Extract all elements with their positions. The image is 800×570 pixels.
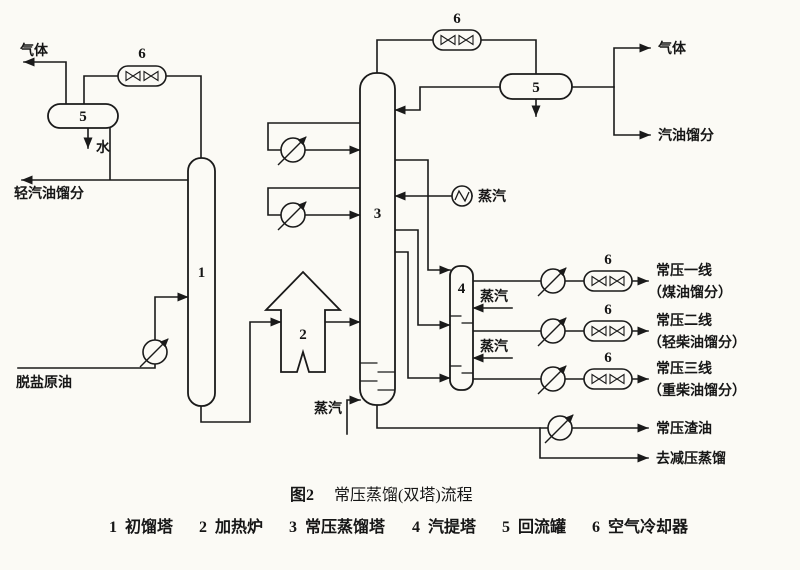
pipe-to-vacuum	[539, 427, 649, 463]
num-cooler-4: 6	[604, 302, 612, 318]
reflux-drum-right	[499, 73, 573, 100]
label-gas-left: 气体	[19, 42, 49, 59]
pipe-draw-1	[394, 159, 451, 275]
label-water: 水	[96, 139, 111, 156]
pipe-draw-3	[394, 251, 451, 383]
tray-ticks	[360, 315, 473, 391]
caption-fig: 图2	[290, 486, 314, 504]
pipe-gas-left	[23, 57, 67, 105]
tower3-atmospheric-column	[359, 72, 396, 406]
legend-name-4: 汽提塔	[428, 517, 477, 536]
label-crude-oil: 脱盐原油	[16, 374, 72, 391]
legend-name-1: 初馏塔	[125, 517, 174, 536]
label-cut3-sub: （重柴油馏分）	[648, 382, 746, 399]
num-drum-right: 5	[532, 80, 540, 96]
caption-title: 常压蒸馏(双塔)流程	[334, 486, 473, 504]
label-light-gasoline: 轻汽油馏分	[14, 185, 84, 202]
pipe-gas-right	[571, 43, 651, 88]
pipe-pumparound-1	[267, 122, 361, 155]
legend-num-3: 3	[289, 519, 297, 536]
legend-num-1: 1	[109, 519, 117, 536]
pipe-gasoline	[613, 86, 651, 140]
num-cooler-3: 6	[604, 252, 612, 268]
steam-injector	[451, 185, 473, 207]
label-cut1-sub: （煤油馏分）	[648, 284, 732, 301]
num-tower3: 3	[374, 206, 382, 222]
pipe-pumparound-2	[267, 187, 361, 220]
furnace	[263, 270, 343, 373]
pipe-crude-feed	[17, 292, 189, 369]
legend-num-6: 6	[592, 519, 600, 536]
num-tower1: 1	[198, 265, 206, 281]
stripper-column	[449, 265, 474, 391]
label-cut3: 常压三线	[656, 360, 712, 377]
label-gas-right: 气体	[657, 40, 687, 57]
label-cut2: 常压二线	[656, 312, 712, 329]
air-cooler-4	[583, 320, 633, 342]
equipment	[47, 29, 633, 443]
pipe-tower1-bottoms	[200, 317, 282, 423]
num-drum-left: 5	[79, 109, 87, 125]
stream-labels: 气体 水 轻汽油馏分 脱盐原油 气体 汽油馏分 蒸汽 蒸汽 蒸汽 蒸汽 常压一线…	[14, 40, 746, 467]
pipe-draw-2	[394, 229, 451, 330]
label-cut1: 常压一线	[656, 262, 712, 279]
air-cooler-1	[117, 65, 167, 87]
legend-name-3: 常压蒸馏塔	[305, 517, 386, 536]
air-cooler-5	[583, 368, 633, 390]
num-furnace: 2	[299, 327, 307, 343]
equipment-numbers: 1 2 3 4 5 5 6 6 6 6 6	[79, 11, 612, 366]
pipe-reflux-right	[394, 86, 501, 115]
legend-name-2: 加热炉	[214, 517, 263, 536]
legend-name-5: 回流罐	[518, 517, 566, 536]
label-steam-stripper-1: 蒸汽	[480, 288, 508, 305]
legend: 1 初馏塔 2 加热炉 3 常压蒸馏塔 4 汽提塔 5 回流罐 6 空气冷却器	[109, 517, 689, 536]
label-steam-mid: 蒸汽	[478, 188, 506, 205]
num-cooler-2: 6	[453, 11, 461, 27]
label-to-vacuum: 去减压蒸馏	[656, 450, 726, 467]
label-residue: 常压渣油	[656, 420, 712, 437]
pipe-steam-bottom	[346, 395, 361, 435]
legend-num-4: 4	[412, 519, 420, 536]
reflux-drum-left	[47, 103, 119, 129]
label-steam-bottom: 蒸汽	[314, 400, 342, 417]
num-cooler-5: 6	[604, 350, 612, 366]
air-cooler-2	[432, 29, 482, 51]
air-cooler-3	[583, 270, 633, 292]
num-cooler-1: 6	[138, 46, 146, 62]
num-stripper: 4	[458, 281, 466, 297]
pipe-light-gasoline	[22, 127, 189, 180]
caption: 图2 常压蒸馏(双塔)流程	[290, 486, 473, 504]
label-cut2-sub: （轻柴油馏分）	[648, 334, 746, 351]
label-steam-stripper-2: 蒸汽	[480, 338, 508, 355]
label-gasoline-cut: 汽油馏分	[658, 127, 714, 144]
legend-num-5: 5	[502, 519, 510, 536]
tower1-initial-column	[187, 157, 216, 407]
legend-num-2: 2	[199, 519, 207, 536]
legend-name-6: 空气冷却器	[608, 517, 689, 536]
